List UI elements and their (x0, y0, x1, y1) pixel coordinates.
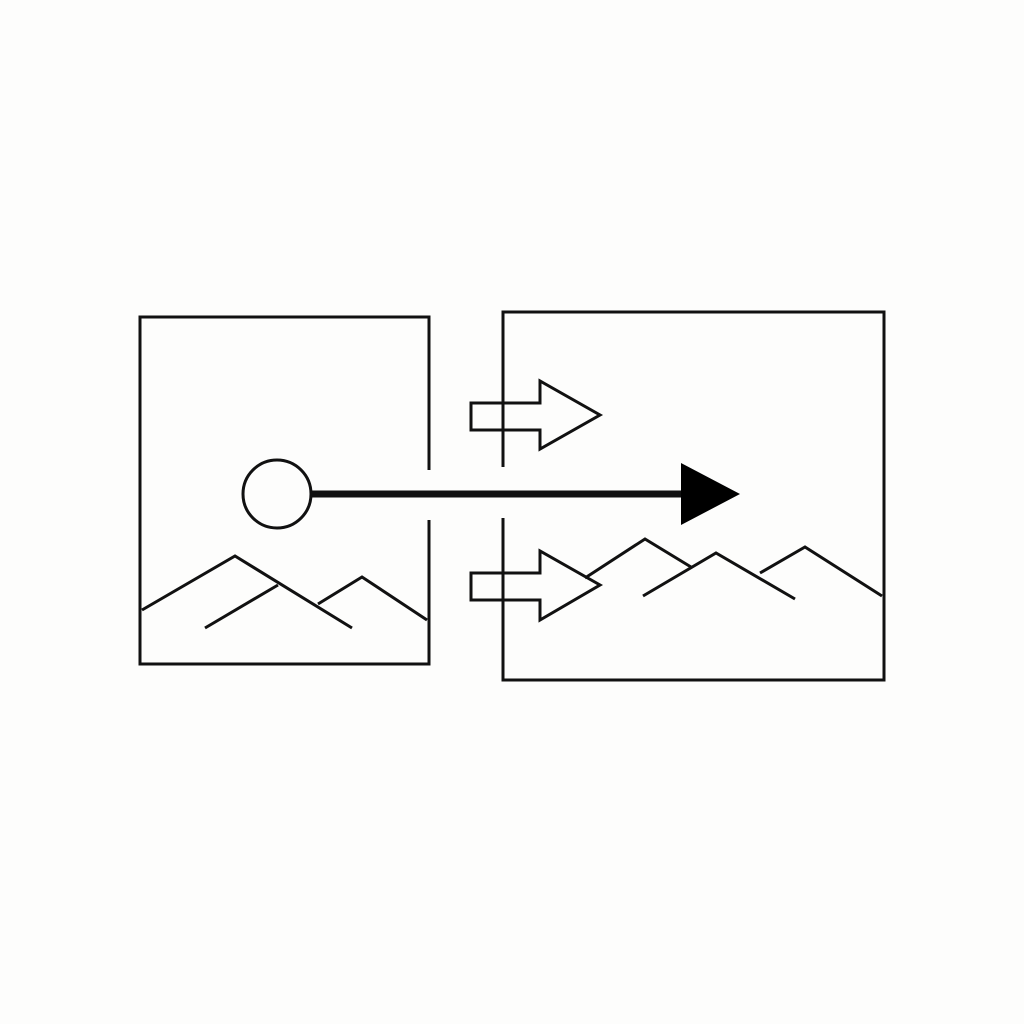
source-image-frame (138, 315, 431, 666)
upper-outline-arrow-right-icon (469, 378, 604, 452)
target-mountains-icon (584, 537, 883, 601)
source-mountains-icon (141, 554, 428, 630)
sun-circle-icon (241, 458, 313, 530)
target-image-frame (501, 310, 886, 682)
target-frame-outline (501, 310, 886, 682)
lower-outline-arrow-right-icon (469, 548, 604, 623)
main-arrow-right-icon (311, 463, 740, 525)
source-frame-outline (138, 315, 431, 666)
